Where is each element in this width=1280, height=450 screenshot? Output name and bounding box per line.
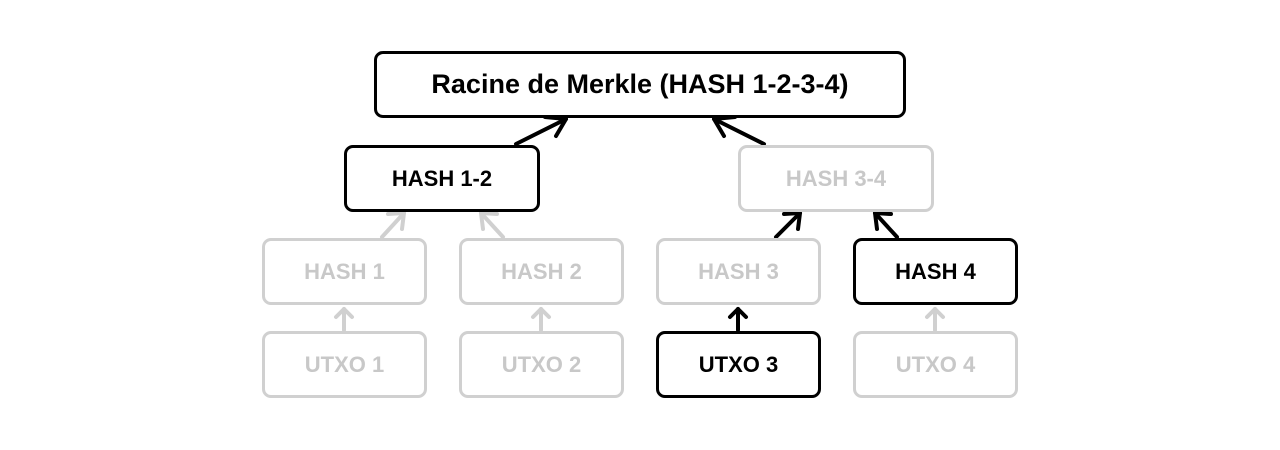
utxo-3-node: UTXO 3 (656, 331, 821, 398)
arrow-hash-3-to-hash-3-4 (774, 211, 802, 239)
hash-1-2-label: HASH 1-2 (391, 165, 493, 191)
arrow-utxo-3-to-hash-3 (728, 307, 748, 332)
arrow-utxo-2-to-hash-2 (531, 307, 551, 332)
utxo-1-node: UTXO 1 (262, 331, 427, 398)
merkle-root-label: Racine de Merkle (HASH 1-2-3-4) (431, 69, 849, 99)
utxo-1-label: UTXO 1 (304, 351, 385, 377)
utxo-4-node: UTXO 4 (853, 331, 1018, 398)
hash-2-node: HASH 2 (459, 238, 624, 305)
utxo-2-label: UTXO 2 (501, 351, 582, 377)
utxo-4-label: UTXO 4 (895, 351, 976, 377)
arrow-hash-2-to-hash-1-2 (479, 211, 505, 239)
hash-4-node: HASH 4 (853, 238, 1018, 305)
arrow-hash-1-2-to-root (514, 115, 568, 146)
hash-2-label: HASH 2 (501, 258, 582, 284)
arrow-utxo-1-to-hash-1 (334, 307, 354, 332)
merkle-root-node: Racine de Merkle (HASH 1-2-3-4) (374, 51, 906, 118)
hash-3-4-node: HASH 3-4 (738, 145, 934, 212)
hash-4-label: HASH 4 (895, 258, 976, 284)
arrow-utxo-4-to-hash-4 (925, 307, 945, 332)
hash-3-node: HASH 3 (656, 238, 821, 305)
utxo-2-node: UTXO 2 (459, 331, 624, 398)
arrow-hash-3-4-to-root (712, 115, 766, 146)
arrow-hash-4-to-hash-3-4 (873, 211, 899, 239)
hash-1-2-node: HASH 1-2 (344, 145, 540, 212)
hash-1-node: HASH 1 (262, 238, 427, 305)
hash-3-4-label: HASH 3-4 (785, 165, 887, 191)
utxo-3-label: UTXO 3 (698, 351, 779, 377)
arrow-hash-1-to-hash-1-2 (380, 211, 406, 239)
hash-3-label: HASH 3 (698, 258, 779, 284)
hash-1-label: HASH 1 (304, 258, 385, 284)
